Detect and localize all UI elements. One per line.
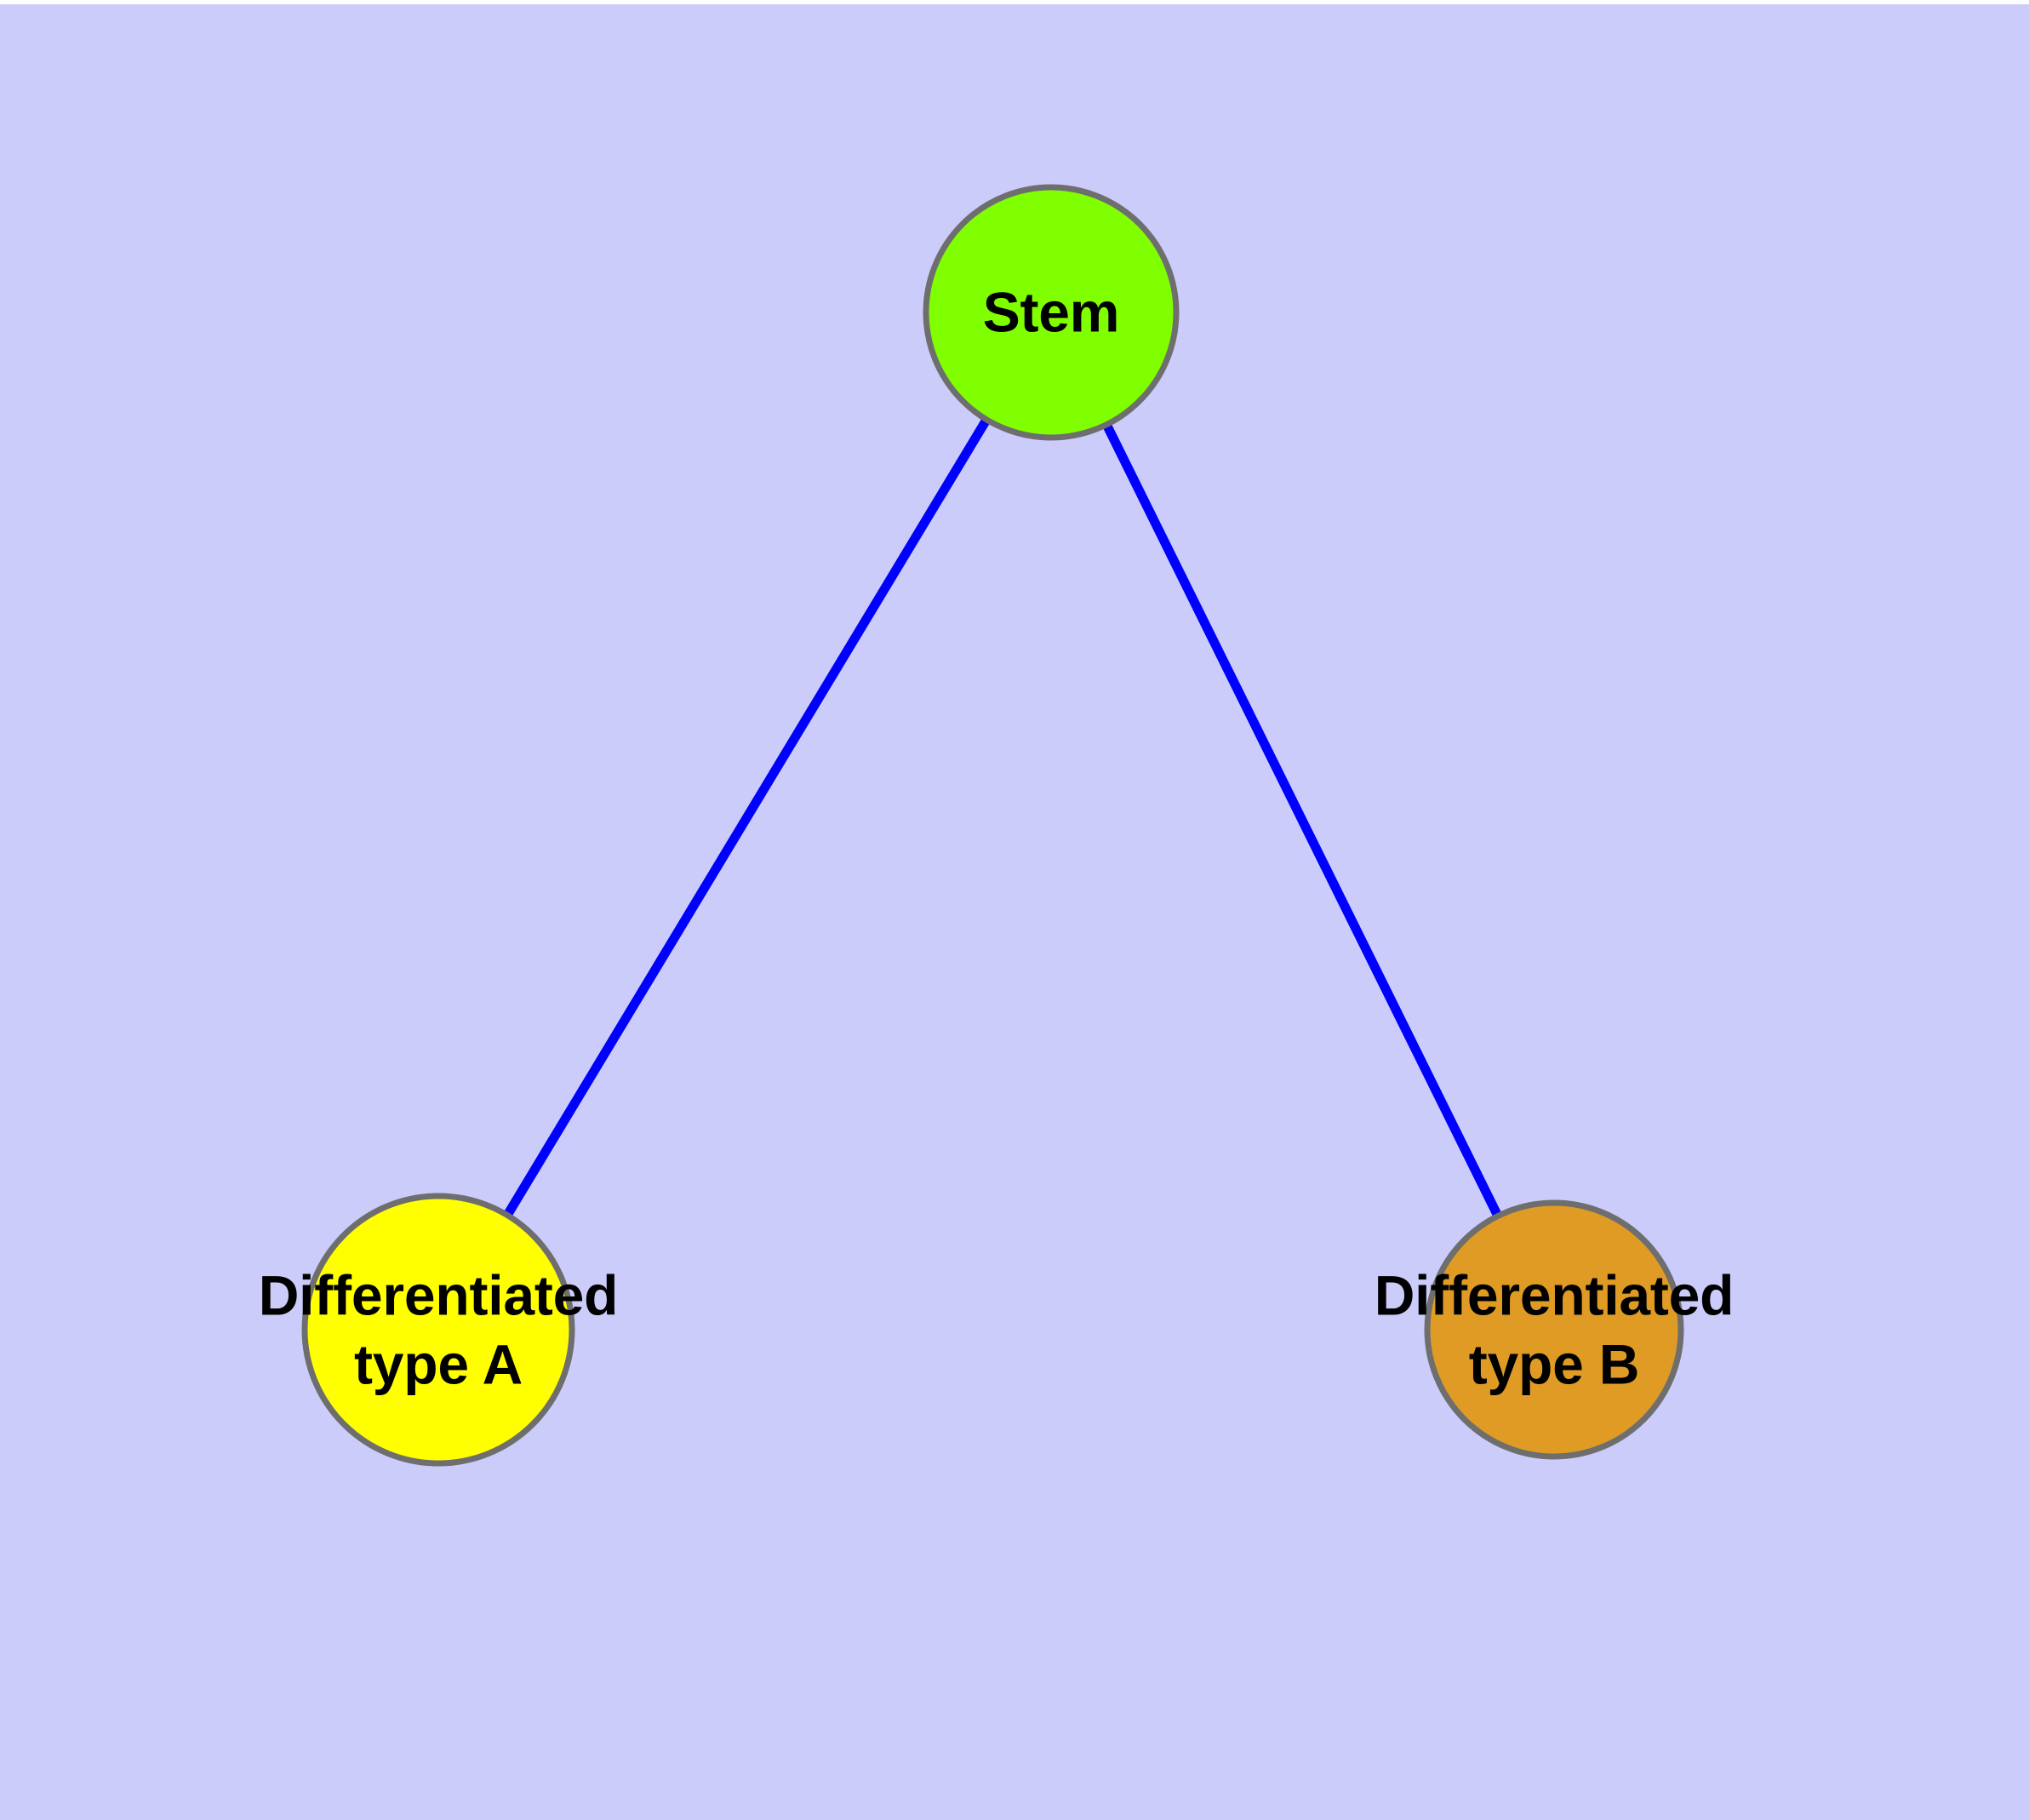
node-circle-stem[interactable] <box>923 184 1180 441</box>
edge-stem-to-b <box>1100 419 1504 1222</box>
edge-layer <box>501 414 1504 1222</box>
edge-stem-to-a <box>501 414 992 1221</box>
node-circle-diff-a[interactable] <box>301 1193 575 1467</box>
node-circle-diff-b[interactable] <box>1424 1199 1684 1460</box>
node-layer <box>301 184 1684 1467</box>
